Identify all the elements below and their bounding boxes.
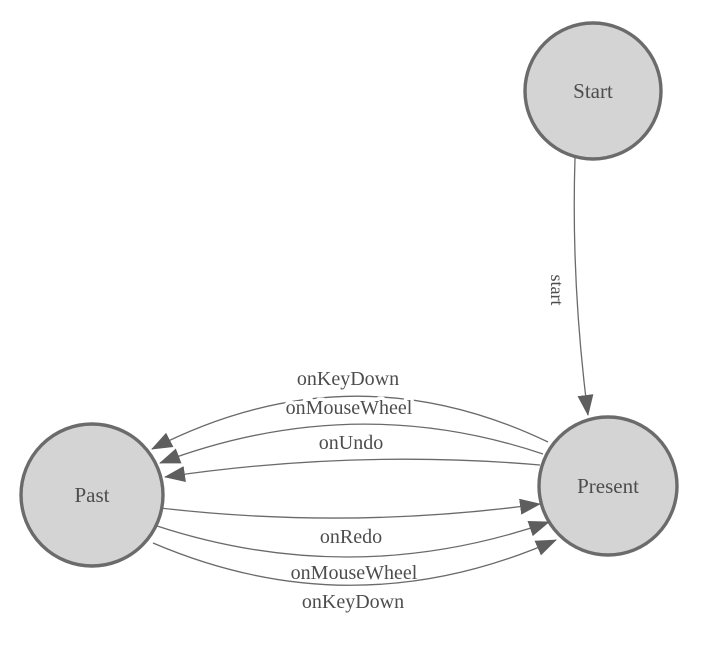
transition-past-present-onKeyDown[interactable] <box>152 539 557 586</box>
transition-label-past-present-onKeyDown: onKeyDown <box>302 591 404 613</box>
transition-past-present-onMouseWheel[interactable] <box>156 520 550 558</box>
transition-start-present-start[interactable] <box>573 157 594 416</box>
transition-label-present-past-onMouseWheel: onMouseWheel <box>286 397 413 419</box>
state-label-start: Start <box>573 79 613 103</box>
transition-label-past-present-onMouseWheel: onMouseWheel <box>291 562 418 584</box>
state-circle-past <box>19 422 165 568</box>
transition-present-past-onKeyDown[interactable] <box>151 395 549 450</box>
state-node-start[interactable]: Start <box>523 21 663 161</box>
transition-present-past-onUndo[interactable] <box>164 458 541 482</box>
transition-past-present-onRedo[interactable] <box>159 498 541 519</box>
state-circle-present <box>537 415 679 557</box>
transition-label-start-present-start: start <box>547 275 567 306</box>
transition-label-present-past-onKeyDown: onKeyDown <box>297 368 399 390</box>
state-node-past[interactable]: Past <box>19 422 165 568</box>
state-circle-start <box>523 21 663 161</box>
state-label-present: Present <box>577 474 639 498</box>
transition-present-past-onMouseWheel[interactable] <box>159 423 544 464</box>
state-label-past: Past <box>74 483 109 507</box>
transition-label-present-past-onUndo: onUndo <box>319 432 383 454</box>
state-node-present[interactable]: Present <box>537 415 679 557</box>
transition-label-past-present-onRedo: onRedo <box>320 526 382 548</box>
